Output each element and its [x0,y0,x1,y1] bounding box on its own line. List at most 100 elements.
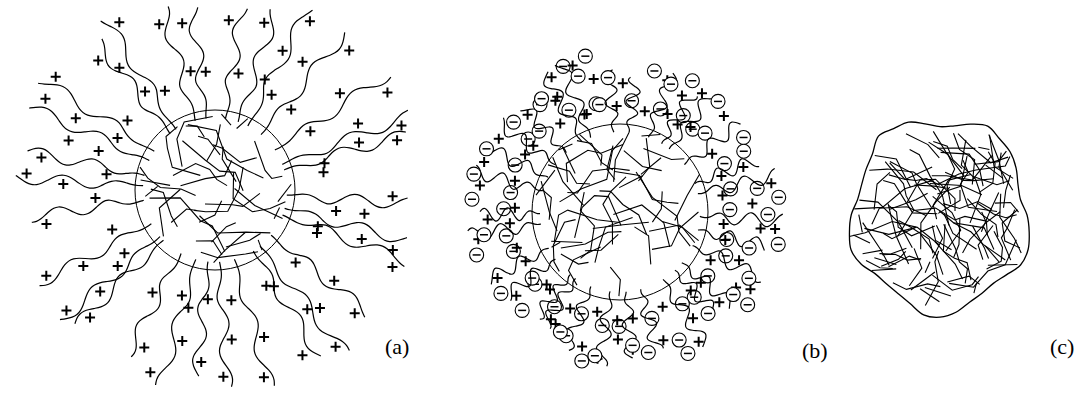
positive-charge [298,57,308,67]
positive-charge [41,271,51,281]
polymer-chain [282,110,408,164]
network-strand [995,202,1019,212]
network-strand [982,212,988,235]
network-strand [978,226,993,260]
positive-charge [697,88,707,98]
positive-charge [494,134,504,144]
positive-charge [114,17,124,27]
positive-charge [95,287,105,297]
network-strand [542,190,551,220]
counterion [675,297,689,311]
counterion [741,298,755,312]
counterion [535,92,549,106]
network-strand [889,167,932,180]
network-strand [214,232,246,262]
positive-charge [113,133,123,143]
counterion [672,333,686,347]
counterion [575,354,589,368]
network-strand [554,210,619,242]
network-strand [561,232,622,248]
network-strand [145,186,157,196]
positive-charge [357,234,367,244]
counterion [711,94,725,108]
positive-charge [226,295,236,305]
positive-charge [148,287,158,297]
polymer-chain [271,235,365,317]
network-strand [985,246,999,262]
network-strand [1000,194,1021,253]
positive-charge [196,357,206,367]
positive-charge [140,87,150,97]
positive-charge [71,113,81,123]
polymer-chain [156,259,196,385]
positive-charge [94,146,104,156]
network-strand [205,193,260,206]
positive-charge [329,276,339,286]
counterion [771,237,785,251]
polymer-chain [684,122,740,165]
counterion [592,98,606,112]
network-strand [954,219,960,258]
positive-charge [41,219,51,229]
polymer-chain [193,262,209,376]
positive-charge [331,342,341,352]
polymer-chain [260,246,349,350]
positive-charge [177,290,187,300]
positive-charge [770,224,780,234]
counterion [742,241,756,255]
positive-charge [350,308,360,318]
positive-charge [22,169,32,179]
network-strand [890,163,940,185]
counterion [720,232,734,246]
network-strand [930,184,982,195]
counterion [571,69,585,83]
network-strand [553,157,584,205]
network-strand [541,181,557,231]
counterion [647,64,661,78]
network-strand [921,234,943,274]
network-strand [978,147,989,149]
particle-core [135,110,295,270]
network-strand [181,161,232,186]
positive-charge [312,228,322,238]
positive-charge [475,181,485,191]
positive-charge [511,291,521,301]
network-strand [548,165,590,184]
polymer-chain [555,65,591,137]
network-strand [643,149,684,160]
positive-charge [577,341,587,351]
polymer-chain [698,168,775,193]
positive-charge [359,209,369,219]
network-strand [649,225,698,241]
polymer-chain [189,7,206,118]
positive-charge [618,78,628,88]
positive-charge [305,126,315,136]
network-strand [911,272,935,290]
network-strand [874,172,890,209]
positive-charge [354,137,364,147]
polymer-chain [225,9,247,119]
positive-charge [756,223,766,233]
network-strand [929,142,955,204]
positive-charge [139,343,149,353]
positive-charge [177,336,187,346]
panel-label: (a) [385,336,409,358]
positive-charge [114,63,124,73]
positive-charge [154,19,164,29]
positive-charge [688,313,698,323]
network-strand [986,165,1003,178]
positive-charge [747,198,757,208]
polymer-chain [546,279,576,329]
positive-charge [261,281,271,291]
network-strand [274,208,279,219]
counterion [641,345,655,359]
network-strand [638,138,649,181]
positive-charge [388,245,398,255]
network-strand [278,184,291,201]
counterion [737,130,751,144]
network-strand [652,191,662,222]
positive-charge [267,90,277,100]
positive-charge [259,18,269,28]
positive-charge [717,191,727,201]
